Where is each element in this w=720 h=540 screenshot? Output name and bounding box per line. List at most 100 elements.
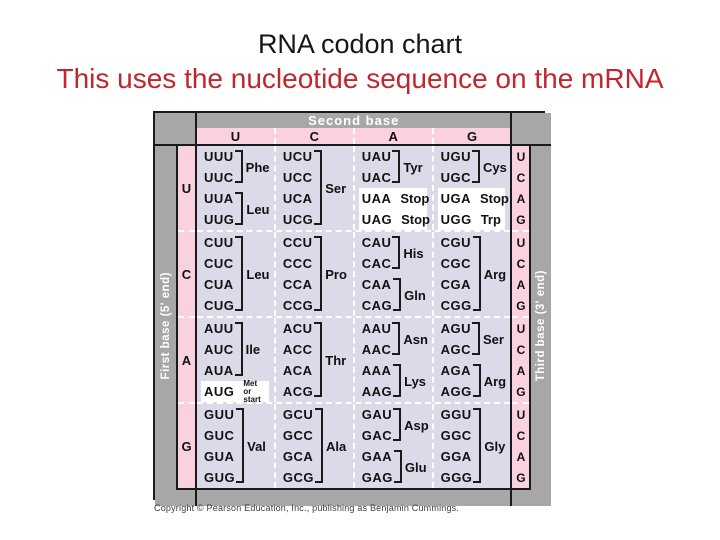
- codon-UUG: UUG: [204, 212, 235, 227]
- codon-GAC: GAC: [361, 428, 393, 443]
- codon-CUA: CUA: [204, 277, 234, 292]
- codon-UUC: UUC: [204, 170, 234, 185]
- codon-AGA: AGA: [440, 363, 471, 378]
- codon-CGG: CGG: [440, 298, 472, 313]
- third-base-letter-U: U: [516, 407, 526, 422]
- amino-acid-label: Glu: [404, 459, 427, 475]
- amino-acid-label: Phe: [245, 159, 270, 175]
- codon-AUA: AUA: [204, 363, 234, 378]
- codon-UCA: UCA: [282, 191, 313, 206]
- group-bracket: [393, 450, 402, 483]
- third-base-letter-U: U: [516, 149, 526, 164]
- second-base-letter-U: U: [230, 128, 241, 144]
- amino-acid-label: Trp: [480, 212, 501, 227]
- codon-CCG: CCG: [282, 298, 314, 313]
- corner-bottom-right: [512, 488, 532, 506]
- codon-GAU: GAU: [361, 407, 393, 422]
- second-base-letter-A: A: [352, 128, 432, 144]
- amino-acid-label: Pro: [325, 266, 347, 282]
- codon-AUG: AUG: [204, 384, 235, 399]
- third-base-letter-C: C: [516, 342, 526, 357]
- codon-UUU: UUU: [204, 149, 234, 164]
- amino-acid-label: Ser: [482, 331, 504, 347]
- third-base-axis: Third base (3' end): [531, 146, 552, 506]
- first-base-axis-label: First base (5' end): [159, 272, 172, 380]
- codon-GGG: GGG: [440, 470, 473, 485]
- third-base-letter-A: A: [516, 449, 526, 464]
- amino-acid-label: Gly: [484, 438, 506, 454]
- codon-list: UUU UUC: [204, 146, 234, 188]
- amino-acid-label: Stop: [401, 212, 430, 227]
- codon-CUU: CUU: [204, 235, 234, 250]
- third-base-letter-G: G: [516, 212, 526, 227]
- corner-top-right: [512, 113, 552, 146]
- third-base-letter-C: C: [516, 170, 526, 185]
- amino-acid-label: Ile: [245, 342, 261, 357]
- group-bracket: [472, 236, 481, 311]
- codon-AUU: AUU: [204, 321, 234, 336]
- second-base-header: Second base: [195, 113, 513, 128]
- group-bracket: [393, 278, 402, 311]
- codon-GUC: GUC: [204, 428, 235, 443]
- group-bracket: [392, 236, 401, 269]
- third-base-letter-G: G: [516, 470, 526, 485]
- codon-ACU: ACU: [282, 321, 313, 336]
- amino-acid-label: Lys: [404, 373, 427, 389]
- codon-GAG: GAG: [361, 470, 393, 485]
- page-subtitle: This uses the nucleotide sequence on the…: [56, 63, 664, 94]
- codon-CGA: CGA: [440, 277, 471, 292]
- codon-AAU: AAU: [361, 321, 392, 336]
- codon-GAA: GAA: [361, 449, 393, 464]
- group-bracket: [235, 236, 244, 311]
- codon-CCU: CCU: [282, 235, 313, 250]
- first-base-letter-U: U: [181, 180, 192, 196]
- second-base-letter-C: C: [273, 128, 353, 144]
- codon-CUG: CUG: [204, 298, 235, 313]
- amino-acid-label: Ala: [325, 438, 347, 454]
- group-bracket: [472, 364, 481, 397]
- copyright-notice: Copyright © Pearson Education, Inc., pub…: [154, 503, 460, 513]
- group-bracket: [314, 322, 323, 397]
- codon-entry: UAG Stop: [358, 209, 430, 230]
- group-bracket: [471, 322, 480, 355]
- codon-AAG: AAG: [361, 384, 393, 399]
- codon-UAG: UAG: [361, 212, 393, 227]
- bottom-bar: [195, 488, 513, 506]
- codon-AGU: AGU: [440, 321, 471, 336]
